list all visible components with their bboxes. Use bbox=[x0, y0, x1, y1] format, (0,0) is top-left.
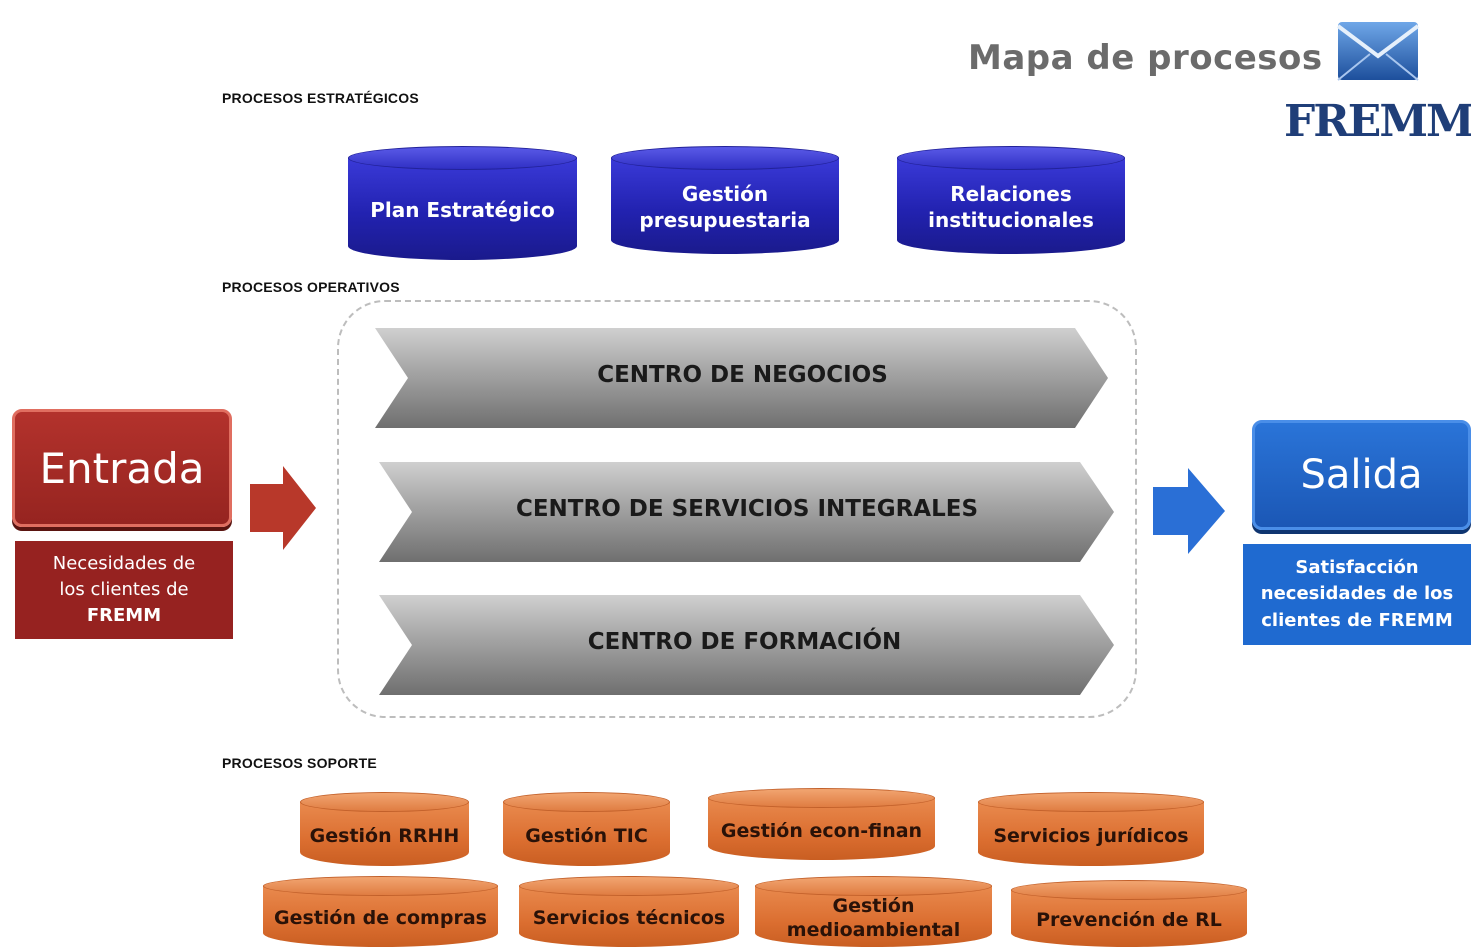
chevron-negocios bbox=[375, 328, 1108, 428]
output-note-line: Satisfacción bbox=[1295, 557, 1419, 579]
strategic-process-budget: Gestión presupuestaria bbox=[611, 146, 839, 254]
support-process-label: Prevención de RL bbox=[1036, 909, 1222, 932]
output-box: Salida bbox=[1252, 420, 1471, 530]
output-arrow-icon bbox=[1153, 468, 1225, 554]
section-label-support: PROCESOS SOPORTE bbox=[222, 755, 377, 771]
operative-process-label: CENTRO DE SERVICIOS INTEGRALES bbox=[515, 496, 979, 522]
operative-frame bbox=[337, 300, 1137, 718]
support-process-label: Gestión TIC bbox=[525, 824, 648, 847]
chevron-servicios bbox=[379, 462, 1114, 562]
support-process-econ: Gestión econ-finan bbox=[708, 788, 935, 860]
input-note-line: Necesidades de bbox=[52, 552, 196, 574]
fremm-logo: FREMM bbox=[1262, 8, 1471, 158]
section-label-operative: PROCESOS OPERATIVOS bbox=[222, 279, 400, 295]
support-process-label: Gestión RRHH bbox=[309, 824, 460, 847]
input-note: Necesidades de los clientes de FREMM bbox=[15, 541, 233, 639]
input-title: Entrada bbox=[39, 443, 205, 493]
output-title: Salida bbox=[1300, 452, 1423, 498]
chevron-formacion bbox=[379, 595, 1114, 695]
support-process-label: Servicios jurídicos bbox=[993, 824, 1189, 847]
input-arrow-icon bbox=[250, 466, 316, 550]
input-note-line: los clientes de bbox=[59, 578, 189, 600]
support-process-juridicos: Servicios jurídicos bbox=[978, 792, 1204, 866]
support-process-label: Gestión econ-finan bbox=[720, 819, 923, 842]
support-process-tic: Gestión TIC bbox=[503, 792, 670, 866]
support-process-compras: Gestión de compras bbox=[263, 876, 498, 947]
operative-process-label: CENTRO DE FORMACIÓN bbox=[587, 629, 902, 655]
strategic-process-plan: Plan Estratégico bbox=[348, 146, 577, 260]
output-note: Satisfacción necesidades de los clientes… bbox=[1243, 544, 1471, 645]
output-note-line: clientes de FREMM bbox=[1261, 609, 1453, 631]
support-process-label: Gestión de compras bbox=[274, 907, 487, 930]
logo-wordmark: FREMM bbox=[1284, 96, 1471, 147]
support-process-label: Gestión medioambiental bbox=[786, 894, 961, 941]
support-process-label: Servicios técnicos bbox=[532, 907, 726, 930]
input-box: Entrada bbox=[12, 409, 232, 527]
strategic-process-label: Plan Estratégico bbox=[370, 198, 555, 222]
output-note-line: necesidades de los bbox=[1260, 583, 1454, 605]
section-label-strategic: PROCESOS ESTRATÉGICOS bbox=[222, 90, 419, 106]
strategic-process-label: Relaciones institucionales bbox=[928, 182, 1094, 232]
envelope-icon bbox=[1336, 22, 1420, 81]
strategic-process-relations: Relaciones institucionales bbox=[897, 146, 1125, 254]
support-process-rrhh: Gestión RRHH bbox=[300, 792, 469, 866]
support-process-prevencion: Prevención de RL bbox=[1011, 880, 1247, 947]
support-process-medioambiental: Gestión medioambiental bbox=[755, 876, 992, 947]
operative-process-label: CENTRO DE NEGOCIOS bbox=[597, 362, 888, 388]
strategic-process-label: Gestión presupuestaria bbox=[639, 182, 811, 232]
support-process-tecnicos: Servicios técnicos bbox=[519, 876, 739, 947]
map-title: Mapa de procesos bbox=[968, 38, 1323, 78]
input-note-line: FREMM bbox=[86, 605, 162, 627]
